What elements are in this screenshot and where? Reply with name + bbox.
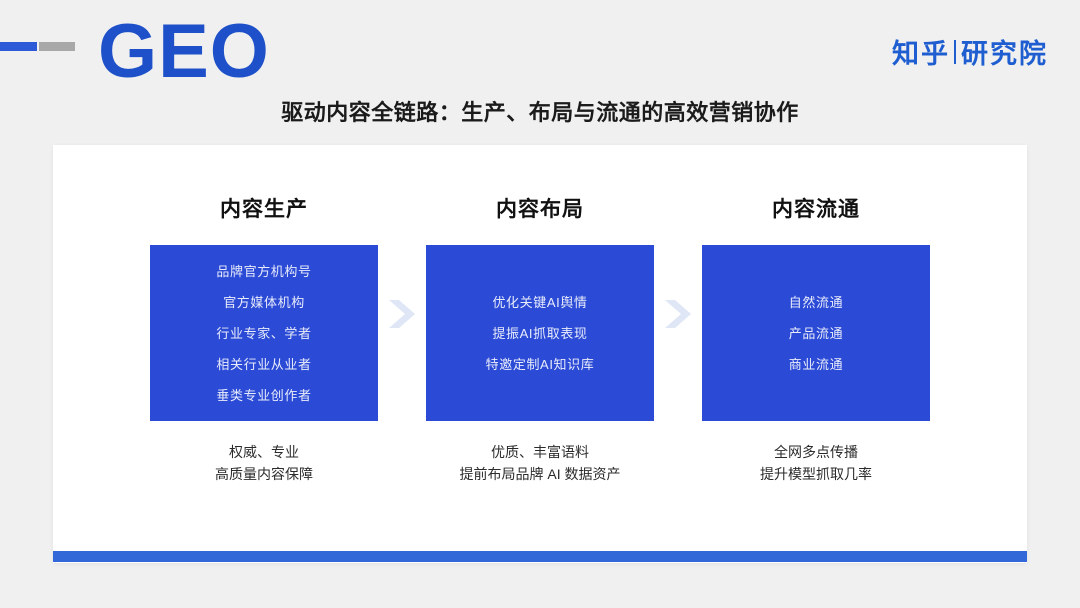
brand-logo: 知乎 研究院: [892, 32, 1048, 71]
box-item: 提振AI抓取表现: [492, 325, 588, 341]
column-item-box: 优化关键AI舆情 提振AI抓取表现 特邀定制AI知识库: [426, 245, 654, 421]
column-caption: 优质、丰富语料 提前布局品牌 AI 数据资产: [459, 442, 620, 485]
card-bottom-accent-bar: [53, 551, 1027, 562]
column-caption: 全网多点传播 提升模型抓取几率: [760, 442, 872, 485]
box-item: 商业流通: [788, 356, 844, 372]
caption-line: 权威、专业: [229, 444, 299, 460]
column-heading: 内容布局: [496, 198, 584, 221]
caption-line: 全网多点传播: [774, 444, 858, 460]
caption-line: 优质、丰富语料: [490, 444, 589, 460]
accent-bar-blue-segment: [0, 42, 37, 51]
column-heading: 内容生产: [220, 198, 308, 221]
brand-logo-sub-text: 研究院: [961, 39, 1048, 69]
chevron-right-icon: [665, 300, 691, 328]
decorative-accent-bar: [0, 42, 75, 51]
column-item-box: 自然流通 产品流通 商业流通: [702, 245, 930, 421]
page-title: GEO: [98, 9, 270, 94]
accent-bar-gray-segment: [39, 42, 75, 51]
page-subtitle: 驱动内容全链路：生产、布局与流通的高效营销协作: [281, 100, 799, 125]
brand-logo-divider: [954, 39, 956, 64]
flow-arrow-2: [654, 145, 702, 563]
caption-line: 提前布局品牌 AI 数据资产: [459, 465, 621, 482]
column-heading: 内容流通: [772, 198, 860, 221]
caption-line: 提升模型抓取几率: [760, 465, 872, 482]
flow-arrow-1: [378, 145, 426, 563]
flow-column-content-production: 内容生产 品牌官方机构号 官方媒体机构 行业专家、学者 相关行业从业者 垂类专业…: [150, 145, 378, 485]
box-item: 行业专家、学者: [216, 325, 312, 341]
chevron-right-icon: [389, 300, 415, 328]
box-item: 官方媒体机构: [223, 294, 305, 310]
box-item: 自然流通: [788, 294, 844, 310]
brand-logo-main-text: 知乎: [892, 39, 950, 69]
box-item: 产品流通: [788, 325, 844, 341]
box-item: 相关行业从业者: [216, 356, 312, 372]
column-item-box: 品牌官方机构号 官方媒体机构 行业专家、学者 相关行业从业者 垂类专业创作者: [150, 245, 378, 421]
flow-diagram: 内容生产 品牌官方机构号 官方媒体机构 行业专家、学者 相关行业从业者 垂类专业…: [53, 145, 1027, 563]
box-item: 特邀定制AI知识库: [485, 356, 595, 372]
box-item: 垂类专业创作者: [216, 387, 312, 403]
box-item: 品牌官方机构号: [216, 263, 312, 279]
box-item: 优化关键AI舆情: [492, 294, 588, 310]
caption-line: 高质量内容保障: [215, 465, 313, 482]
flow-column-content-layout: 内容布局 优化关键AI舆情 提振AI抓取表现 特邀定制AI知识库 优质、丰富语料…: [426, 145, 654, 485]
column-caption: 权威、专业 高质量内容保障: [215, 442, 313, 485]
flow-column-content-distribution: 内容流通 自然流通 产品流通 商业流通 全网多点传播 提升模型抓取几率: [702, 145, 930, 485]
